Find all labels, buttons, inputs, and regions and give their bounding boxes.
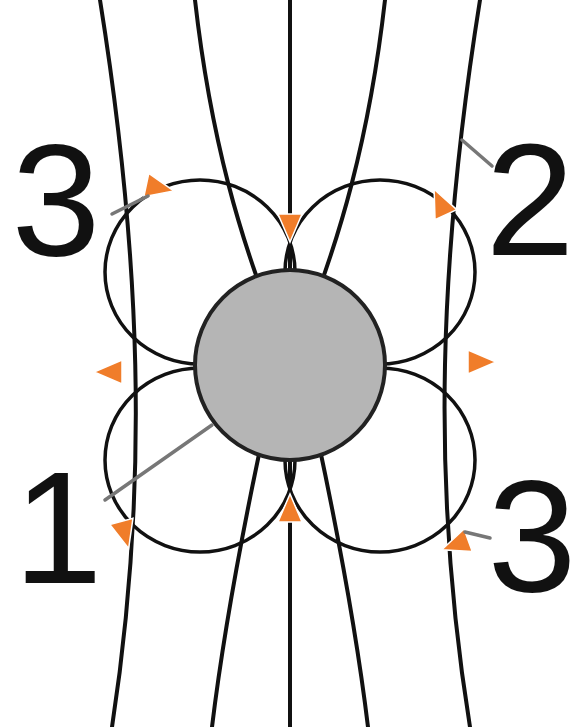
field-line bbox=[212, 440, 262, 727]
flow-arrow bbox=[278, 214, 302, 242]
flow-arrow bbox=[278, 494, 302, 522]
callout-number: 3 bbox=[488, 456, 577, 616]
callout-number: 3 bbox=[12, 120, 101, 280]
leader-line bbox=[112, 196, 148, 214]
flow-loops bbox=[105, 180, 475, 552]
flow-arrow bbox=[468, 350, 496, 374]
flow-arrows bbox=[94, 173, 496, 561]
callout-number: 2 bbox=[486, 120, 575, 280]
callout-number: 1 bbox=[14, 448, 103, 608]
flow-arrow bbox=[423, 184, 457, 220]
field-line bbox=[318, 0, 385, 292]
field-line bbox=[318, 440, 368, 727]
flow-arrow bbox=[110, 518, 140, 551]
flow-arrow bbox=[144, 173, 176, 202]
field-lines bbox=[100, 0, 480, 727]
field-line bbox=[195, 0, 262, 292]
leader-lines bbox=[105, 140, 492, 538]
flow-arrow bbox=[94, 360, 122, 384]
leader-line bbox=[465, 532, 490, 538]
sphere bbox=[195, 270, 385, 460]
leader-line bbox=[105, 425, 212, 500]
